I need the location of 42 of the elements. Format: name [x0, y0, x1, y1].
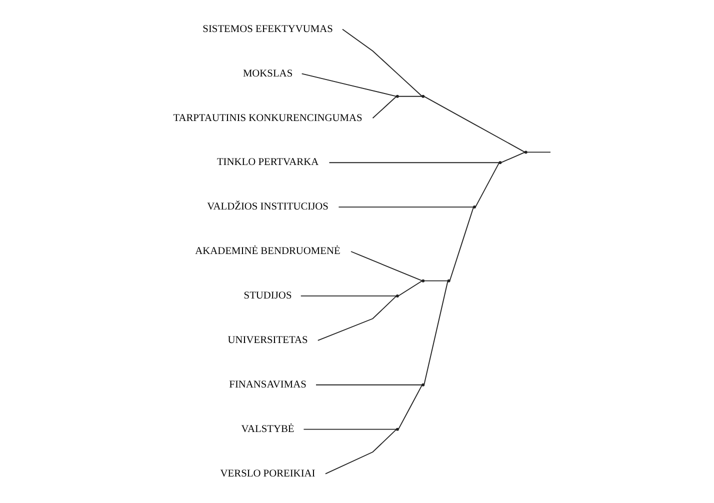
connector [398, 280, 422, 296]
node-text: UNIVERSITETAS [228, 335, 308, 346]
node-point [396, 428, 399, 431]
connector [342, 28, 422, 97]
connector [398, 384, 422, 430]
connector [424, 280, 448, 282]
connector [526, 152, 551, 153]
node-point [524, 150, 528, 154]
node-text: SISTEMOS EFEKTYVUMAS [202, 24, 333, 35]
node-text: VALDŽIOS INSTITUCIJOS [207, 202, 328, 213]
connector [398, 96, 422, 97]
node-point [498, 161, 502, 164]
connector [328, 162, 500, 164]
node-text: TINKLO PERTVARKA [216, 157, 319, 168]
node-text: VALSTYBĖ [241, 424, 294, 435]
connector [300, 295, 397, 296]
node-point [396, 294, 399, 298]
node-point [473, 206, 476, 209]
node-text: FINANSAVIMAS [229, 380, 306, 391]
node-text: TARPTAUTINIS KONKURENCINGUMAS [173, 112, 362, 124]
connector [424, 280, 448, 386]
connector [500, 152, 526, 163]
connector [325, 429, 397, 474]
node-point [422, 383, 425, 386]
connector [350, 251, 422, 282]
node-point [422, 279, 425, 282]
node-point [447, 279, 450, 282]
connector [301, 73, 397, 97]
node-text: VERSLO POREIKIAI [220, 468, 316, 480]
connector [449, 206, 474, 282]
connector [303, 428, 397, 430]
node-text: AKADEMINĖ BENDRUOMENĖ [195, 246, 340, 258]
connector [424, 96, 526, 152]
connector [475, 162, 500, 208]
node-text: STUDIJOS [244, 290, 292, 302]
node-point [396, 94, 399, 98]
node-text: MOKSLAS [242, 68, 293, 80]
node-point [422, 94, 425, 98]
connector [372, 96, 397, 119]
connector [317, 296, 397, 341]
connector [338, 206, 474, 208]
connector [316, 384, 423, 386]
